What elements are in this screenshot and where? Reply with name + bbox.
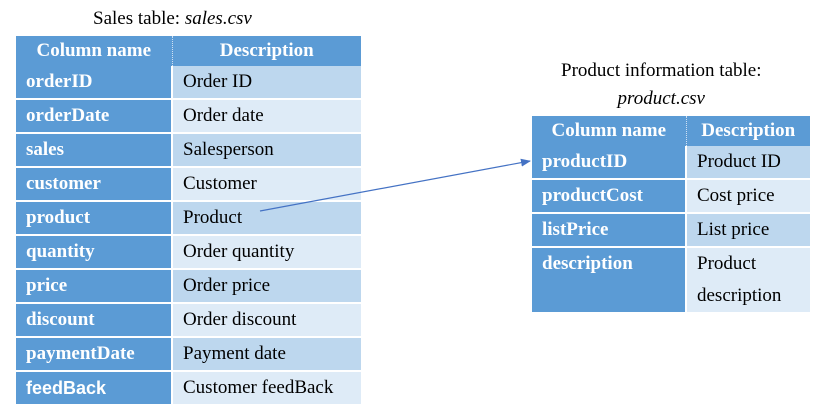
column-name-cell: description — [532, 247, 687, 314]
product-table: Column name Description productID Produc… — [532, 116, 810, 314]
product-table-caption: Product information table: product.csv — [561, 60, 762, 110]
table-row: description Product description — [532, 247, 810, 314]
description-cell: Customer feedBack — [172, 371, 361, 406]
description-cell: Product description — [686, 247, 810, 314]
table-row: product Product — [16, 201, 361, 236]
sales-table-caption: Sales table: sales.csv — [93, 8, 252, 30]
column-name-cell: orderID — [16, 66, 173, 100]
table-row: sales Salesperson — [16, 133, 361, 168]
table-row: orderID Order ID — [16, 66, 361, 100]
table-row: feedBack Customer feedBack — [16, 371, 361, 406]
sales-header-column-name: Column name — [16, 36, 173, 66]
product-caption-line1: Product information table: — [561, 60, 762, 81]
description-cell: Order price — [172, 269, 361, 304]
description-cell: Product ID — [686, 146, 810, 180]
column-name-cell: orderDate — [16, 99, 173, 134]
column-name-cell: customer — [16, 167, 173, 202]
column-name-cell: discount — [16, 303, 173, 338]
column-name-cell: feedBack — [16, 371, 173, 406]
description-cell: Product — [172, 201, 361, 236]
table-row: productCost Cost price — [532, 179, 810, 214]
description-cell: Payment date — [172, 337, 361, 372]
table-row: price Order price — [16, 269, 361, 304]
description-line: Product — [697, 253, 757, 274]
table-row: discount Order discount — [16, 303, 361, 338]
sales-caption-file: sales.csv — [184, 8, 252, 29]
column-name-cell: paymentDate — [16, 337, 173, 372]
arrow-line — [259, 158, 531, 212]
product-header-description: Description — [686, 116, 810, 146]
sales-caption-prefix: Sales table: — [93, 8, 185, 29]
table-row: quantity Order quantity — [16, 235, 361, 270]
column-name-cell: listPrice — [532, 213, 687, 248]
description-cell: Order ID — [172, 66, 361, 100]
description-cell: Order date — [172, 99, 361, 134]
column-name-cell: productID — [532, 146, 687, 180]
sales-table: Column name Description orderID Order ID… — [16, 36, 361, 406]
table-row: productID Product ID — [532, 146, 810, 180]
column-name-cell: quantity — [16, 235, 173, 270]
sales-header-description: Description — [172, 36, 361, 66]
table-row: orderDate Order date — [16, 99, 361, 134]
column-name-cell: product — [16, 201, 173, 236]
table-row: paymentDate Payment date — [16, 337, 361, 372]
description-cell: Customer — [172, 167, 361, 202]
description-cell: Cost price — [686, 179, 810, 214]
description-cell: Order discount — [172, 303, 361, 338]
description-cell: Salesperson — [172, 133, 361, 168]
product-caption-file: product.csv — [617, 88, 705, 109]
description-line: description — [697, 285, 782, 306]
product-header-column-name: Column name — [532, 116, 687, 146]
table-row: listPrice List price — [532, 213, 810, 248]
column-name-cell: price — [16, 269, 173, 304]
column-name-cell: productCost — [532, 179, 687, 214]
column-name-cell: sales — [16, 133, 173, 168]
description-cell: Order quantity — [172, 235, 361, 270]
description-cell: List price — [686, 213, 810, 248]
table-row: customer Customer — [16, 167, 361, 202]
